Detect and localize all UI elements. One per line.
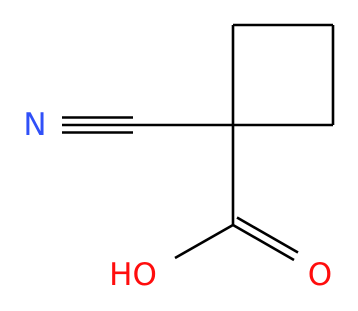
hydroxyl-label: HO xyxy=(109,257,157,293)
carbonyl-oxygen-label: O xyxy=(308,257,332,293)
carbonyl-double-bond-line-1 xyxy=(232,223,295,262)
carboxylic-acid-group: HO O xyxy=(109,125,332,293)
nitrogen-atom-label: N xyxy=(23,107,46,143)
cyclobutane-ring xyxy=(231,23,335,127)
carbonyl-double-bond-line-2 xyxy=(236,216,299,254)
nitrile-group: N xyxy=(23,107,233,143)
carboxyl-to-hydroxyl-bond xyxy=(174,223,234,260)
